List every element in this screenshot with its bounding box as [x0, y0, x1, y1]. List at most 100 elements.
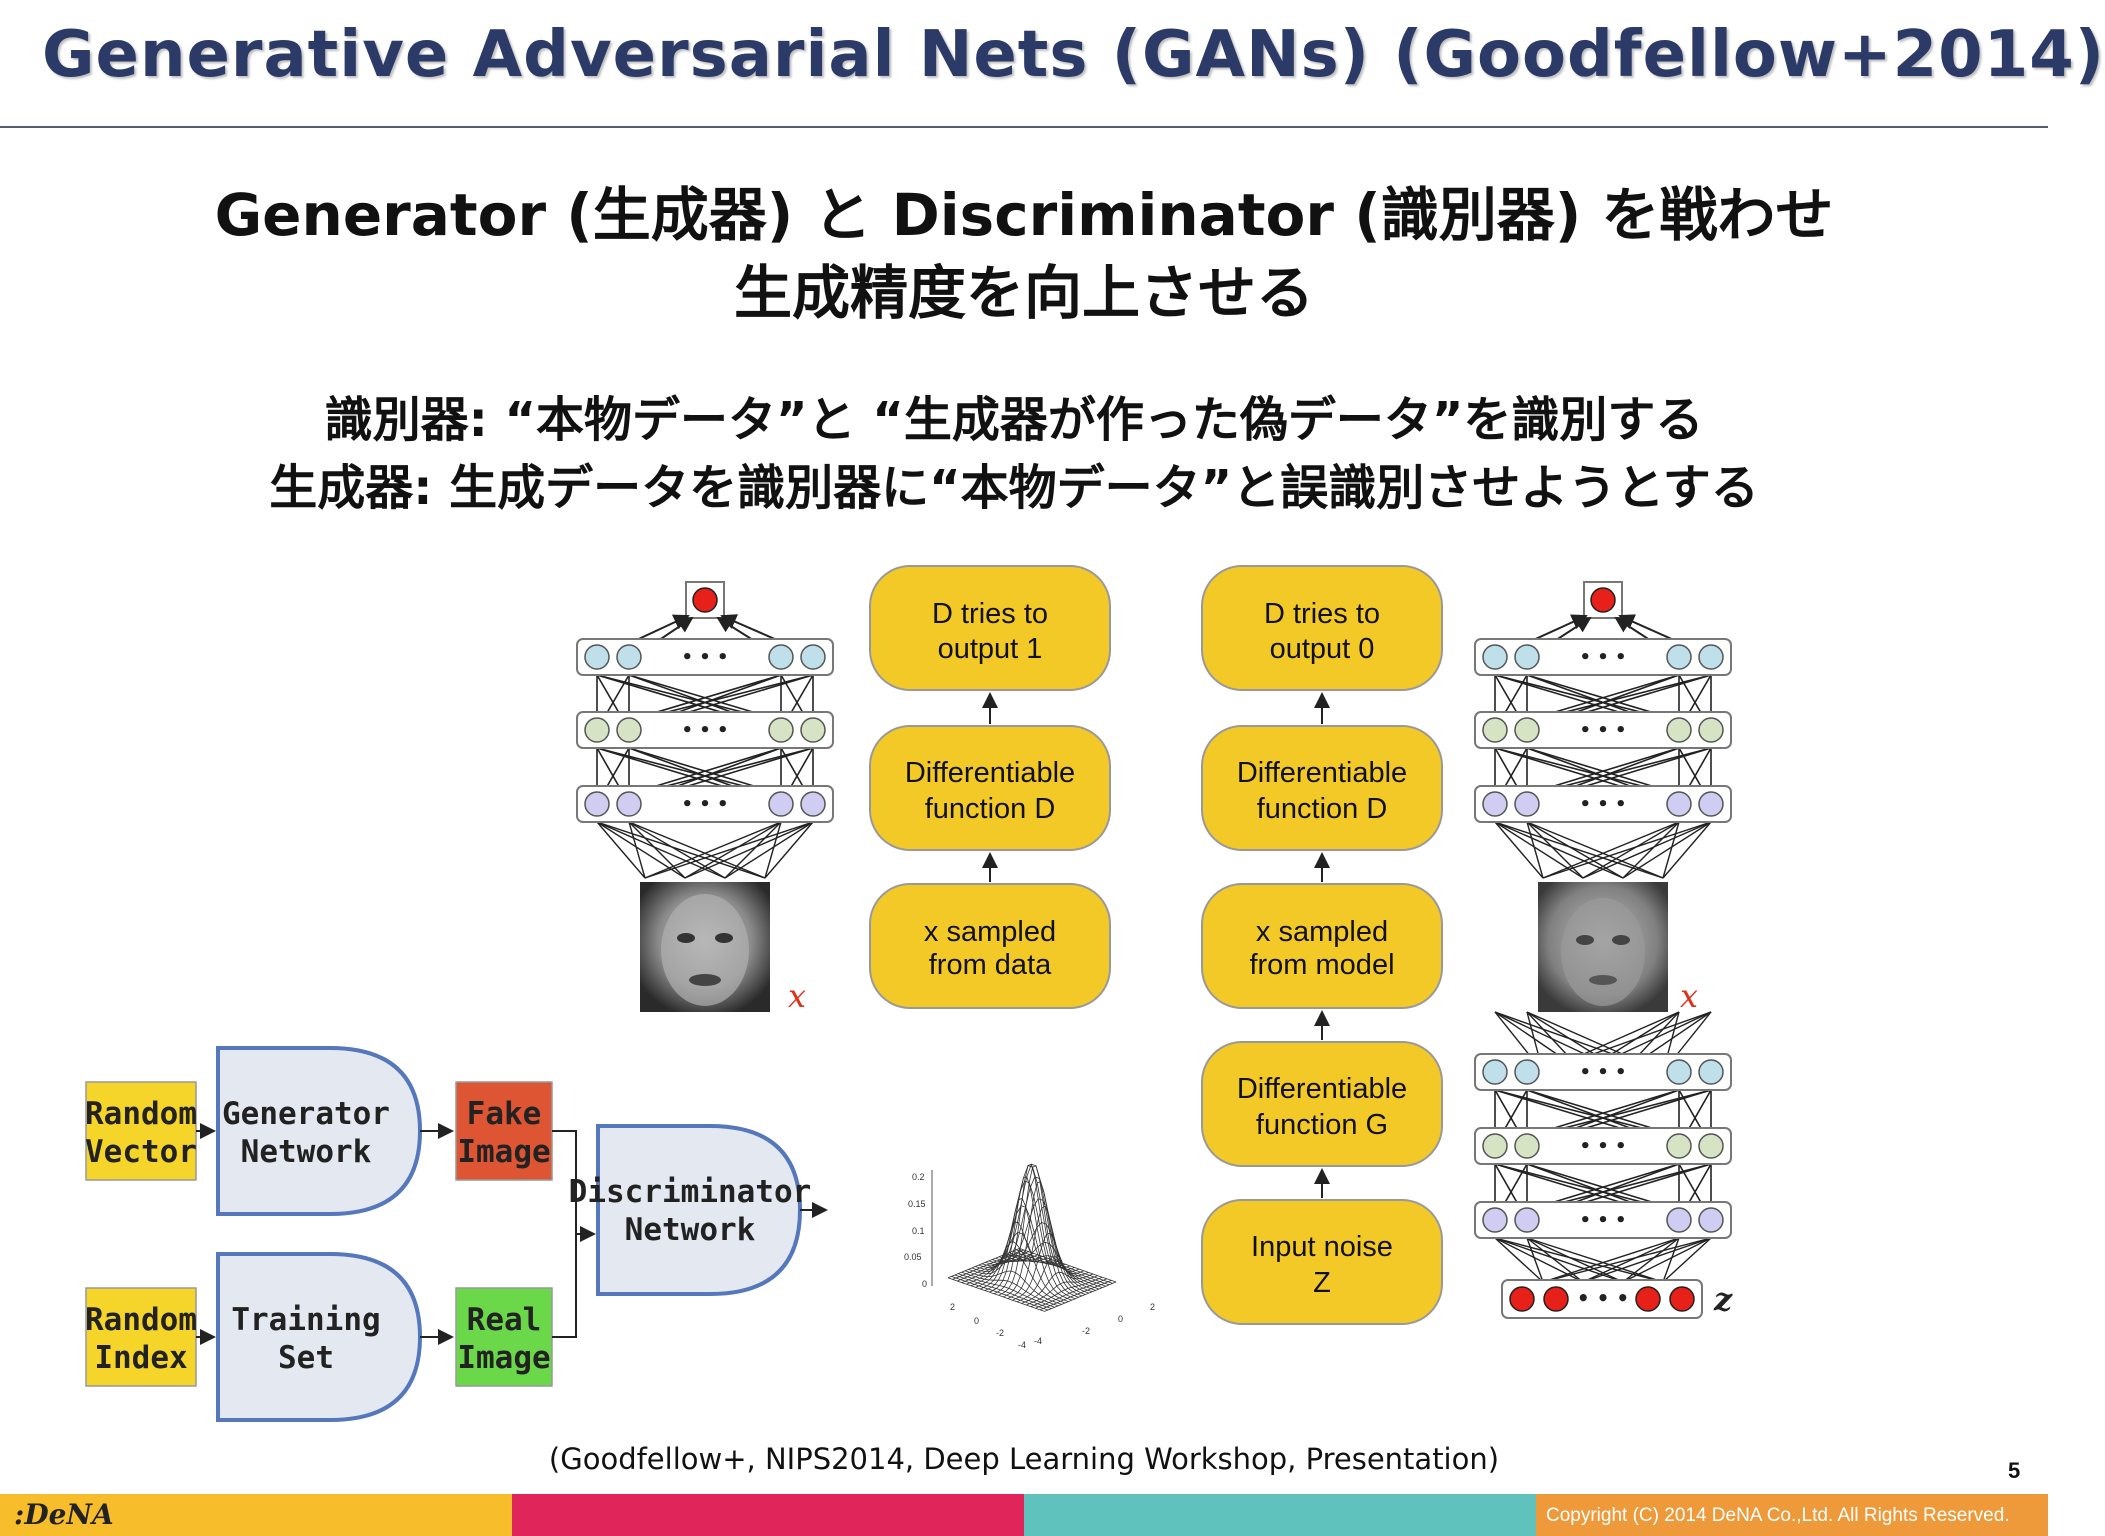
generator-description: 生成器: 生成データを識別器に“本物データ”と誤識別させようとする — [269, 460, 1759, 516]
nn-node — [1698, 717, 1724, 743]
nn-layer: • • • — [576, 711, 834, 749]
nn-node — [1514, 717, 1540, 743]
generator-network-gate — [216, 1046, 423, 1216]
flow-box-x-from-model — [1201, 883, 1443, 1009]
random-vector-box — [85, 1081, 197, 1181]
nn-node — [1482, 1133, 1508, 1159]
random-vector-line2: Vector — [85, 1134, 197, 1170]
y-tick: 2 — [1150, 1302, 1155, 1312]
nn-node — [1514, 1133, 1540, 1159]
discriminator-network-line2: Network — [625, 1212, 756, 1248]
nn-node — [800, 644, 826, 670]
random-index-line1: Random — [85, 1302, 197, 1338]
flow-real-bottom-line2: from data — [929, 949, 1052, 981]
random-index-box — [85, 1287, 197, 1387]
copyright: Copyright (C) 2014 DeNA Co.,Ltd. All Rig… — [1546, 1505, 2010, 1526]
nn-node — [584, 717, 610, 743]
nn-node — [584, 644, 610, 670]
nn-node — [1482, 1059, 1508, 1085]
headline-line-2: 生成精度を向上させる — [733, 259, 1314, 327]
nn-node — [1698, 1133, 1724, 1159]
fake-image-line1: Fake — [467, 1096, 542, 1132]
noise-node — [1669, 1286, 1695, 1312]
z-tick: 0.1 — [912, 1226, 925, 1236]
flow-fake-mid-line1: Differentiable — [1237, 757, 1407, 789]
gan-diagram: • • • • • • • • • x D tries to output 1 Di… — [85, 565, 1733, 1422]
output-node-right — [1590, 587, 1616, 613]
x-tick: 0 — [974, 1316, 979, 1326]
layer-ellipsis: • • • — [1579, 1210, 1626, 1231]
x-label-left: x — [788, 977, 806, 1015]
flow-real-top-line2: output 1 — [938, 633, 1043, 665]
discriminator-description: 識別器: “本物データ”と “生成器が作った偽データ”を識別する — [324, 392, 1704, 448]
output-node — [692, 587, 718, 613]
nn-node — [1666, 717, 1692, 743]
noise-node — [1635, 1286, 1661, 1312]
nn-layer: • • • — [1474, 638, 1732, 676]
nn-node — [1482, 1207, 1508, 1233]
layer-ellipsis: • • • — [1579, 647, 1626, 668]
flow-fake-mid-line2: function D — [1257, 793, 1388, 825]
real-image-line1: Real — [467, 1302, 542, 1338]
nn-node — [1666, 1207, 1692, 1233]
citation: (Goodfellow+, NIPS2014, Deep Learning Wo… — [548, 1442, 1500, 1476]
real-image-box — [455, 1287, 553, 1387]
nn-node — [616, 791, 642, 817]
generator-network-line2: Network — [241, 1134, 372, 1170]
nn-node — [584, 791, 610, 817]
nn-node — [1698, 791, 1724, 817]
y-tick: -2 — [1082, 1326, 1090, 1336]
noise-node — [1509, 1286, 1535, 1312]
real-image-line2: Image — [457, 1340, 550, 1376]
y-tick: -4 — [1034, 1336, 1042, 1346]
nn-node — [1666, 644, 1692, 670]
training-set-line2: Set — [278, 1340, 334, 1376]
flow-box-d-output-0 — [1201, 565, 1443, 691]
nn-layer: • • • — [1474, 785, 1732, 823]
footer-bar-pink — [512, 1494, 1024, 1536]
nn-node — [1698, 1207, 1724, 1233]
title-divider — [0, 126, 2048, 128]
flow-box-d-output-1 — [869, 565, 1111, 691]
page-number: 5 — [2008, 1458, 2021, 1483]
discriminator-network-line1: Discriminator — [569, 1174, 812, 1210]
flow-fake-bottom-line1: Input noise — [1251, 1231, 1393, 1263]
flow-fake-top-line2: output 0 — [1270, 633, 1375, 665]
nn-node — [1514, 791, 1540, 817]
footer-bar-orange — [1536, 1494, 2048, 1536]
nn-node — [1482, 791, 1508, 817]
training-set-gate — [216, 1252, 423, 1422]
x-tick: -2 — [996, 1328, 1004, 1338]
z-label: z — [1713, 1280, 1733, 1318]
nn-layer: • • • — [576, 785, 834, 823]
footer-bar-teal — [1024, 1494, 1536, 1536]
gan-block-diagram: Random Vector Generator Network Fake Ima… — [85, 1046, 828, 1422]
nn-node — [1514, 644, 1540, 670]
nn-node — [1514, 1059, 1540, 1085]
flow-fake-third-line2: from model — [1249, 949, 1394, 981]
nn-node — [768, 717, 794, 743]
flow-fake-top-line1: D tries to — [1264, 598, 1380, 630]
flow-real-top-line1: D tries to — [932, 598, 1048, 630]
footer-bar-yellow — [0, 1494, 512, 1536]
nn-node — [616, 717, 642, 743]
flow-box-function-d-fake — [1201, 725, 1443, 851]
nn-layer: • • • — [1474, 711, 1732, 749]
right-network: • • •• • •• • • x • • •• • •• • • • • • … — [1474, 581, 1733, 1319]
left-network: • • • • • • • • • x — [576, 581, 834, 1015]
z-tick: 0.05 — [904, 1252, 922, 1262]
flow-box-input-noise — [1201, 1199, 1443, 1325]
flow-fake: D tries to output 0 Differentiable funct… — [1201, 565, 1443, 1325]
nn-node — [1666, 791, 1692, 817]
nn-node — [1514, 1207, 1540, 1233]
nn-node — [1666, 1059, 1692, 1085]
layer-ellipsis: • • • — [1579, 1136, 1626, 1157]
z-tick: 0.2 — [912, 1172, 925, 1182]
fake-image-box — [455, 1081, 553, 1181]
flow-box-x-from-data — [869, 883, 1111, 1009]
random-index-line2: Index — [94, 1340, 187, 1376]
nn-layer: • • • — [576, 638, 834, 676]
flow-fake-fourth-line2: function G — [1256, 1109, 1388, 1141]
x-tick: 2 — [950, 1302, 955, 1312]
slide-title: Generative Adversarial Nets (GANs) (Good… — [42, 18, 2105, 92]
